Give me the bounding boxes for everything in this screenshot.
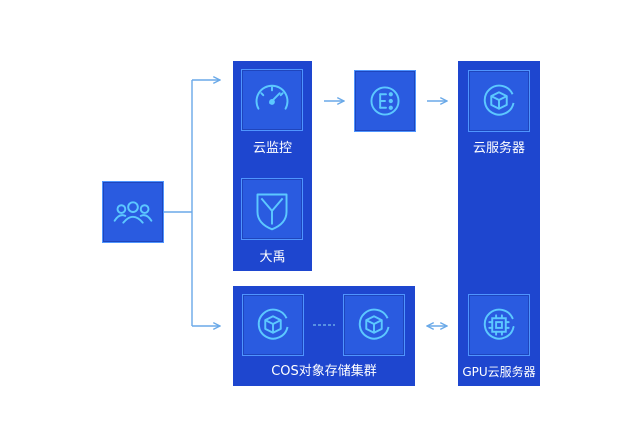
cos-node-1[interactable] bbox=[242, 294, 304, 356]
segmented-e-icon bbox=[370, 86, 400, 116]
cube-icon bbox=[358, 308, 390, 340]
gpu-cvm-node[interactable] bbox=[468, 294, 530, 356]
chip-icon bbox=[483, 308, 515, 340]
cos-node-2[interactable] bbox=[343, 294, 405, 356]
speedometer-icon bbox=[255, 84, 289, 110]
cvm-label: 云服务器 bbox=[472, 141, 525, 156]
middleware-node[interactable] bbox=[354, 70, 416, 132]
users-node[interactable] bbox=[102, 181, 164, 243]
cloud-monitor-node[interactable] bbox=[241, 69, 303, 131]
cloud-monitor-label: 云监控 bbox=[252, 141, 292, 156]
gpu-cvm-label: GPU云服务器 bbox=[462, 365, 536, 379]
dayu-label: 大禹 bbox=[259, 250, 286, 265]
cos-cluster-label: COS对象存储集群 bbox=[271, 364, 377, 379]
cube-icon bbox=[483, 84, 515, 116]
users-icon bbox=[113, 201, 153, 224]
dayu-node[interactable] bbox=[241, 178, 303, 240]
shield-icon bbox=[256, 193, 288, 231]
cluster-ellipsis-dash bbox=[313, 324, 335, 326]
cvm-node[interactable] bbox=[468, 70, 530, 132]
cube-icon bbox=[257, 308, 289, 340]
